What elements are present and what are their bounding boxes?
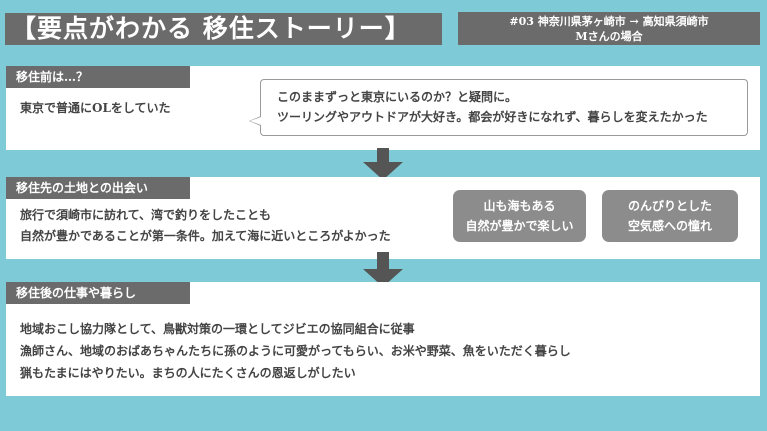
chip-line: 自然が豊かで楽しい: [465, 219, 574, 233]
before-text: 東京で普通にOLをしていた: [20, 101, 171, 115]
down-arrow-icon: [363, 148, 403, 180]
after-line: 猟もたまにはやりたい。まちの人にたくさんの恩返しがしたい: [20, 366, 356, 380]
reason-chip: のんびりとした 空気感への憧れ: [602, 190, 738, 242]
chip-line: 山も海もある: [483, 199, 556, 213]
before-panel: 移住前は…？ 東京で普通にOLをしていた このままずっと東京にいるのか？と疑問に…: [6, 66, 760, 150]
meeting-panel: 移住先の土地との出会い 旅行で須崎市に訪れて、湾で釣りをしたことも 自然が豊かで…: [6, 177, 760, 259]
speech-bubble: このままずっと東京にいるのか？と疑問に。 ツーリングやアウトドアが大好き。都会が…: [249, 79, 748, 136]
meeting-label: 移住先の土地との出会い: [6, 177, 190, 199]
chip-line: のんびりとした: [627, 199, 712, 213]
bubble-line: このままずっと東京にいるのか？と疑問に。: [277, 90, 518, 104]
after-line: 漁師さん、地域のおばあちゃんたちに孫のように可愛がってもらい、お米や野菜、魚をい…: [20, 344, 571, 358]
chip-line: 空気感への憧れ: [627, 219, 712, 233]
bubble-line: ツーリングやアウトドアが大好き。都会が好きになれず、暮らしを変えたかった: [277, 110, 708, 124]
subtitle-person: Mさんの場合: [575, 30, 643, 43]
before-label: 移住前は…？: [6, 66, 190, 88]
after-line: 地域おこし協力隊として、鳥獣対策の一環としてジビエの協同組合に従事: [20, 322, 415, 336]
page-title: 【要点がわかる 移住ストーリー】: [5, 13, 442, 45]
after-label: 移住後の仕事や暮らし: [6, 282, 190, 304]
meeting-line: 旅行で須崎市に訪れて、湾で釣りをしたことも: [20, 208, 272, 222]
reason-chip: 山も海もある 自然が豊かで楽しい: [453, 190, 586, 242]
subtitle-route: #03 神奈川県茅ヶ崎市 → 高知県須崎市: [509, 15, 709, 28]
story-subtitle: #03 神奈川県茅ヶ崎市 → 高知県須崎市 Mさんの場合: [458, 12, 760, 45]
after-panel: 移住後の仕事や暮らし 地域おこし協力隊として、鳥獣対策の一環としてジビエの協同組…: [6, 282, 760, 396]
meeting-line: 自然が豊かであることが第一条件。加えて海に近いところがよかった: [20, 229, 391, 243]
